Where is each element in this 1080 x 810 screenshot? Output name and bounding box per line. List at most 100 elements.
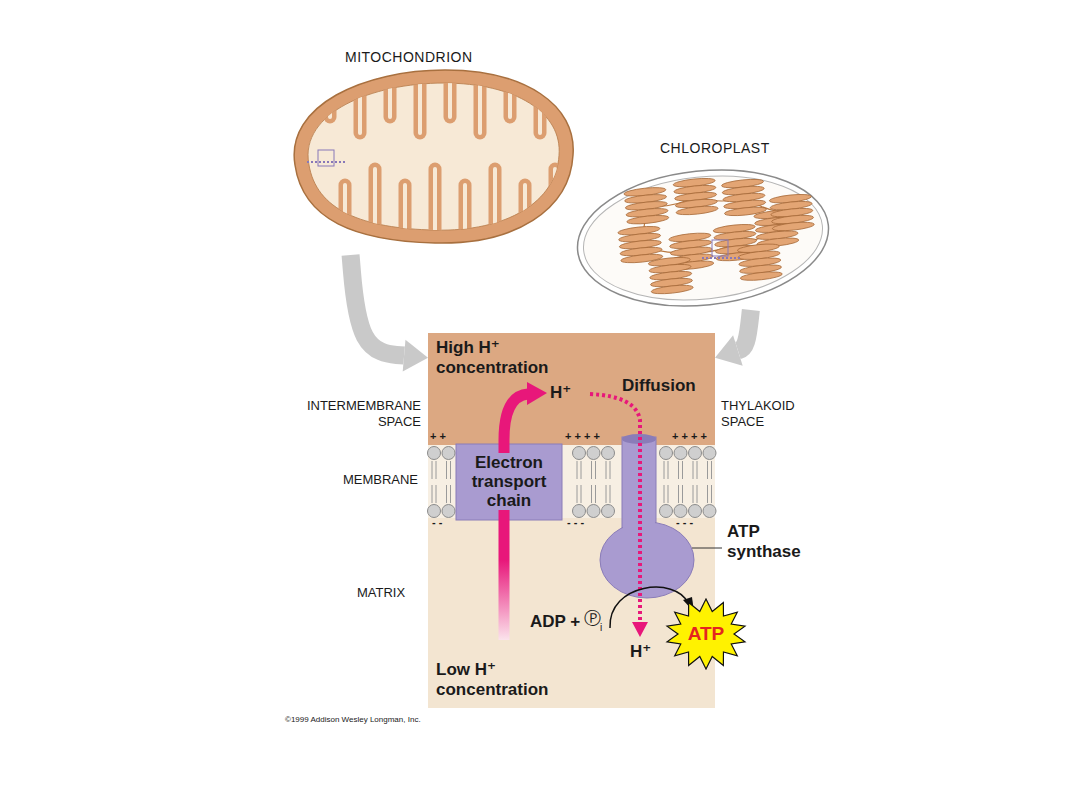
node-text: MITOCHONDRION <box>345 49 583 65</box>
crista-lumen <box>523 185 527 255</box>
high-concentration-ground <box>428 333 715 445</box>
lipid-tail <box>606 461 607 479</box>
lipid-tail <box>682 485 683 503</box>
node-text: Low H⁺ concentration <box>436 660 574 700</box>
lipid-tail <box>664 485 665 503</box>
arrowhead <box>632 622 648 637</box>
diffusion-arrow <box>590 394 640 622</box>
arrowhead <box>715 335 743 366</box>
lipid-head <box>689 447 702 460</box>
crista-lumen <box>343 185 347 255</box>
crista <box>414 65 427 133</box>
mitochondrion-figure: MITOCHONDRION <box>285 45 583 255</box>
lipid-tail <box>693 461 694 479</box>
lipid-tail <box>682 461 683 479</box>
copyright-note: ©1999 Addison Wesley Longman, Inc. <box>285 715 421 725</box>
arrowhead <box>403 340 428 372</box>
lipid-head <box>703 447 716 460</box>
lipid-tail <box>711 485 712 503</box>
cristae <box>330 65 555 255</box>
crista <box>339 185 352 255</box>
ion-label: H⁺ <box>550 383 571 403</box>
leader-line <box>692 548 722 549</box>
crista-lumen <box>553 169 557 255</box>
charge-label: + + <box>430 430 446 443</box>
lipid-tail <box>610 485 611 503</box>
crista-lumen <box>493 169 497 255</box>
lipid-tail <box>595 461 596 479</box>
phosphate-symbol: Ⓟ <box>584 609 601 629</box>
crista-lumen <box>508 65 512 117</box>
crista-lumen <box>358 65 362 133</box>
lipid-head <box>587 447 600 460</box>
crista <box>444 65 457 117</box>
lipid-tail <box>577 461 578 479</box>
crista-lumen <box>478 65 482 133</box>
crista-lumen <box>463 185 467 255</box>
reaction-arrow <box>610 587 688 628</box>
zoom-dots <box>307 161 347 163</box>
charge-label: - - - <box>676 516 693 529</box>
starburst <box>667 599 745 669</box>
zoom-arrow <box>351 255 428 372</box>
node-text: Electron transport chain <box>472 453 547 510</box>
node-text: CHLOROPLAST <box>660 140 835 156</box>
lipid-tail <box>610 461 611 479</box>
thylakoid-disc <box>627 214 670 226</box>
lipid-tail <box>436 461 437 479</box>
lipid-tail <box>678 485 679 503</box>
crista-lumen <box>418 65 422 133</box>
zoom-dots <box>702 257 740 259</box>
crista-lumen <box>373 169 377 255</box>
crista <box>384 65 397 117</box>
lipid-tail <box>450 461 451 479</box>
crista-lumen <box>388 65 392 117</box>
electron-transport-chain-shape <box>456 444 562 520</box>
crista <box>459 185 472 255</box>
part-label: MEMBRANE <box>298 472 418 488</box>
lipid-tail <box>595 485 596 503</box>
charge-label: + + + + <box>672 430 707 443</box>
crista <box>324 65 337 117</box>
arrow-shaft <box>738 310 751 350</box>
lipid-head <box>674 505 687 518</box>
thylakoid-disc <box>740 270 783 282</box>
node-text: ATP <box>688 623 725 645</box>
lipid-tail <box>668 485 669 503</box>
lipid-tail <box>581 485 582 503</box>
lipid-head <box>674 447 687 460</box>
lipid-head <box>689 505 702 518</box>
region-label: THYLAKOID SPACE <box>721 398 831 430</box>
crista <box>534 65 547 133</box>
low-concentration-ground <box>428 518 715 708</box>
region-label: INTERMEMBRANE SPACE <box>276 398 421 430</box>
lipid-tail <box>668 461 669 479</box>
crista-lumen <box>328 65 332 117</box>
zoom-box <box>712 240 728 256</box>
zoom-arrow <box>715 310 751 366</box>
crista <box>399 185 412 255</box>
thylakoid-disc <box>772 221 815 233</box>
lipid-tail <box>446 485 447 503</box>
crista <box>429 169 442 255</box>
lipid-tail <box>678 461 679 479</box>
charge-label: - - - <box>567 516 584 529</box>
lipid-tail <box>664 461 665 479</box>
lipid-tail <box>606 485 607 503</box>
lipid-head <box>602 447 615 460</box>
crista <box>369 169 382 255</box>
lipid-head <box>573 447 586 460</box>
chloroplast-inner-membrane <box>577 165 828 310</box>
lipid-tail <box>697 485 698 503</box>
lipid-head <box>602 505 615 518</box>
thylakoid-disc <box>676 205 719 217</box>
lipid-tail <box>432 485 433 503</box>
crista-lumen <box>403 185 407 255</box>
lipid-tail <box>707 461 708 479</box>
lipid-head <box>428 505 441 518</box>
phosphate-subscript: i <box>600 622 602 634</box>
lipid-tail <box>697 461 698 479</box>
